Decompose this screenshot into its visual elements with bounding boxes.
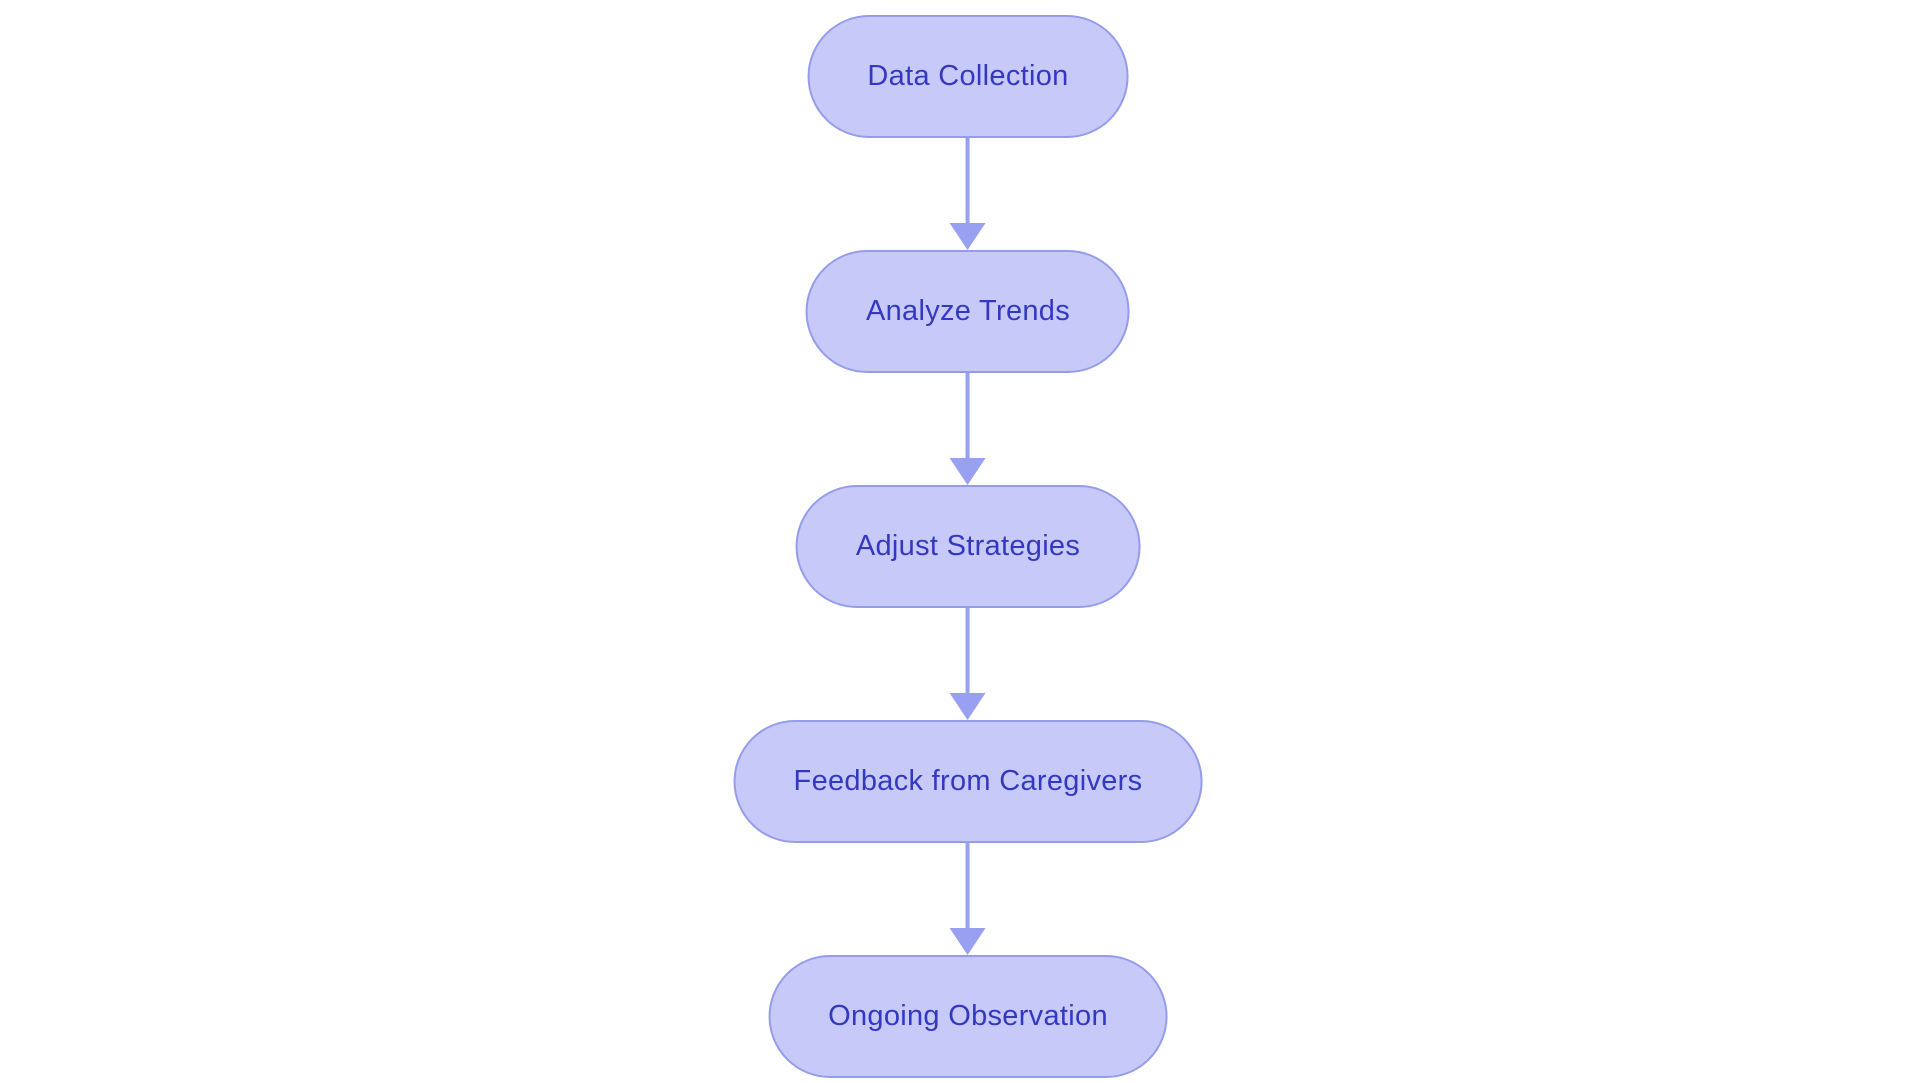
arrow-head [949,223,986,250]
arrow-head [949,928,986,955]
flowchart-column: Data Collection Analyze Trends Adjust St… [733,15,1203,1078]
arrow-head [949,458,986,485]
down-arrow-icon [949,138,986,250]
flow-node-ongoing-observation: Ongoing Observation [768,955,1168,1078]
node-label: Analyze Trends [865,295,1071,327]
node-label: Adjust Strategies [855,530,1081,562]
arrow-line [965,608,970,693]
node-label: Data Collection [867,60,1069,92]
arrow-head [949,693,986,720]
flow-node-feedback-from-caregivers: Feedback from Caregivers [733,720,1203,843]
flow-node-data-collection: Data Collection [807,15,1129,138]
node-label: Ongoing Observation [828,1000,1108,1032]
down-arrow-icon [949,843,986,955]
arrow-line [965,373,970,458]
node-label: Feedback from Caregivers [793,765,1143,797]
down-arrow-icon [949,373,986,485]
down-arrow-icon [949,608,986,720]
arrow-line [965,843,970,928]
flow-node-adjust-strategies: Adjust Strategies [795,485,1141,608]
flow-node-analyze-trends: Analyze Trends [805,250,1131,373]
arrow-line [965,138,970,223]
